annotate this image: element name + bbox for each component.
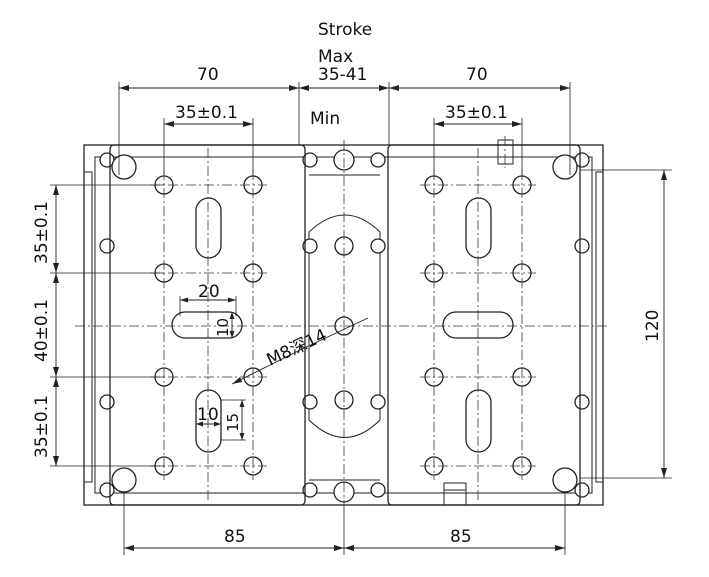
left-width-dimension: 70 (197, 65, 219, 85)
right-lower-vertical-slot (465, 389, 492, 453)
left-lower-vertical-slot (195, 389, 222, 453)
vertical-top-dimension: 35±0.1 (32, 201, 52, 264)
top-dimensions (118, 82, 571, 175)
right-hole-spacing-dimension: 35±0.1 (445, 103, 508, 123)
bottom-right-width-dimension: 85 (450, 527, 472, 547)
left-dimensions (50, 184, 164, 467)
center-lines (75, 140, 610, 505)
bottom-pin-slot (443, 482, 467, 506)
vertical-bottom-dimension: 35±0.1 (32, 395, 52, 458)
left-upper-vertical-slot (195, 197, 222, 259)
stroke-max-label: Max (318, 47, 353, 67)
left-horizontal-slot (171, 311, 243, 339)
stroke-max-value: 35-41 (318, 65, 367, 85)
vertical-middle-dimension: 40±0.1 (32, 299, 52, 362)
left-hole-spacing-dimension: 35±0.1 (175, 103, 238, 123)
bottom-left-width-dimension: 85 (224, 527, 246, 547)
right-upper-vertical-slot (465, 197, 492, 259)
slot-horizontal-length-dimension: 20 (198, 282, 220, 302)
bottom-dimensions (123, 492, 566, 555)
left-jaw (109, 144, 306, 506)
thread-callout: M8深14 (264, 325, 331, 370)
top-pin-slot (497, 139, 514, 165)
slot-horizontal-width-dimension: 10 (214, 318, 232, 337)
right-jaw (387, 136, 581, 506)
overall-height-dimension: 120 (643, 310, 663, 342)
slot-dimensions (179, 296, 369, 441)
slot-vertical-width-dimension: 10 (197, 405, 219, 425)
stroke-title: Stroke (318, 20, 372, 40)
right-dimensions (580, 169, 672, 479)
right-width-dimension: 70 (466, 65, 488, 85)
stroke-min-label: Min (310, 109, 340, 129)
slot-vertical-length-dimension: 15 (224, 413, 242, 432)
